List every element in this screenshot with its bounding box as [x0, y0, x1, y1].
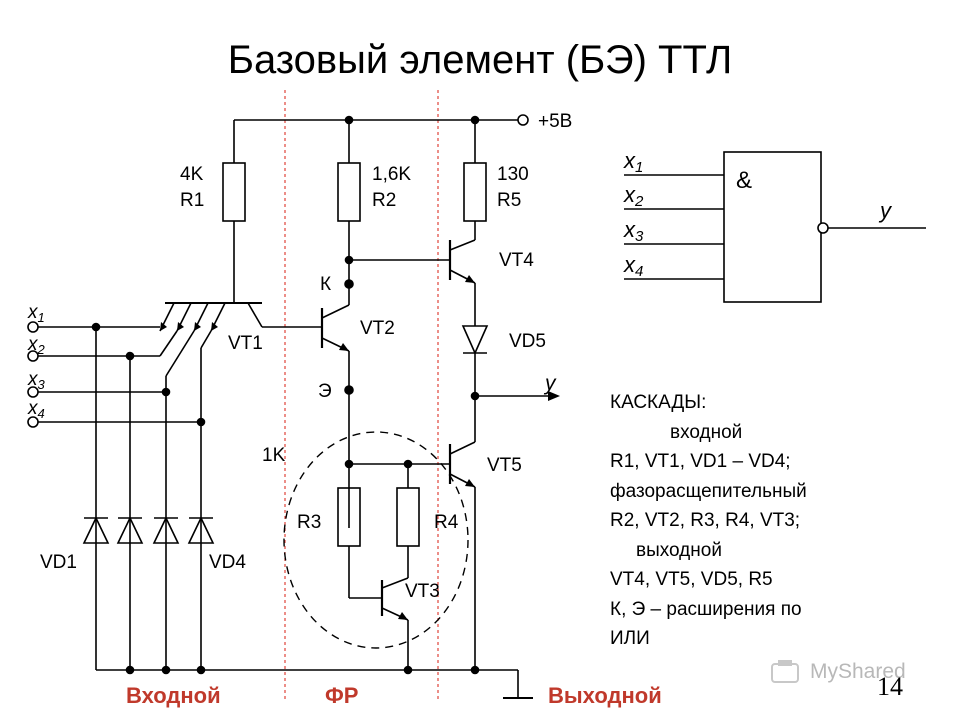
r1-name: R1 — [180, 190, 204, 211]
r2-name: R2 — [372, 190, 396, 211]
input-label-x4: x4 — [27, 398, 45, 421]
supply-label: +5В — [538, 111, 572, 132]
diode-vd2 — [116, 516, 144, 544]
gate-input-x1: x1 — [623, 148, 643, 176]
r3-value-label: 1K — [262, 445, 286, 466]
resistor-r1 — [222, 162, 246, 222]
input-label-x2: x2 — [27, 334, 46, 357]
watermark-text: MyShared — [810, 660, 906, 683]
gate-output-label: y — [878, 198, 893, 223]
input-label-x1: x1 — [27, 302, 45, 325]
gate-input-x4: x4 — [623, 252, 643, 280]
zone-label-phase: ФР — [325, 683, 359, 708]
cascade-phase-parts: R2, VT2, R3, R4, VT3; — [610, 510, 801, 531]
r4-label: R4 — [434, 512, 459, 533]
vd5-label: VD5 — [509, 331, 546, 352]
diode-vd5 — [461, 325, 489, 355]
emitter-expansion-point — [344, 385, 354, 395]
resistor-r2 — [337, 162, 361, 222]
cascades-legend: КАСКАДЫ: входной R1, VT1, VD1 – VD4; фаз… — [610, 388, 910, 654]
phase-splitter-outline — [283, 431, 469, 649]
cascade-input-label: входной — [670, 421, 743, 443]
r3-label: R3 — [297, 512, 321, 533]
r2-value: 1,6K — [372, 164, 411, 185]
resistor-r4 — [396, 487, 420, 547]
diode-vd4 — [187, 516, 215, 544]
vd1-label: VD1 — [40, 552, 77, 573]
circuit-output-label: y — [543, 372, 557, 395]
diode-vd3 — [152, 516, 180, 544]
cascade-phase-label: фазорасщепительный — [610, 480, 807, 502]
watermark-logo-icon — [771, 660, 799, 683]
cascade-note-line2: ИЛИ — [610, 628, 650, 649]
vt3-label: VT3 — [405, 581, 440, 602]
vt4-label: VT4 — [499, 250, 534, 271]
supply-terminal — [517, 114, 529, 126]
cascade-output-parts: VT4, VT5, VD5, R5 — [610, 569, 773, 590]
vt5-label: VT5 — [487, 455, 522, 476]
cascades-heading: КАСКАДЫ: — [610, 392, 707, 413]
vd4-label: VD4 — [209, 552, 246, 573]
zone-label-input: Входной — [126, 683, 221, 708]
collector-expansion-point — [344, 279, 354, 289]
r1-value: 4K — [180, 164, 204, 185]
diode-vd1 — [82, 516, 110, 544]
slide-title: Базовый элемент (БЭ) ТТЛ — [227, 38, 733, 82]
cascade-note-line1: К, Э – расширения по — [610, 598, 802, 620]
gate-input-x2: x2 — [623, 182, 644, 210]
vt1-label: VT1 — [228, 333, 263, 354]
resistor-r5 — [463, 162, 487, 222]
gate-input-x3: x3 — [623, 217, 644, 245]
zone-label-output: Выходной — [548, 683, 662, 708]
cascade-input-parts: R1, VT1, VD1 – VD4; — [610, 451, 791, 472]
cascade-output-label: выходной — [636, 539, 722, 561]
page-number: 14 — [877, 672, 903, 701]
vt2-label: VT2 — [360, 318, 395, 339]
input-label-x3: x3 — [27, 369, 46, 392]
r5-name: R5 — [497, 190, 521, 211]
k-label: К — [320, 274, 331, 295]
e-label: Э — [318, 381, 332, 402]
gate-and-symbol: & — [736, 167, 752, 194]
r5-value: 130 — [497, 164, 529, 185]
